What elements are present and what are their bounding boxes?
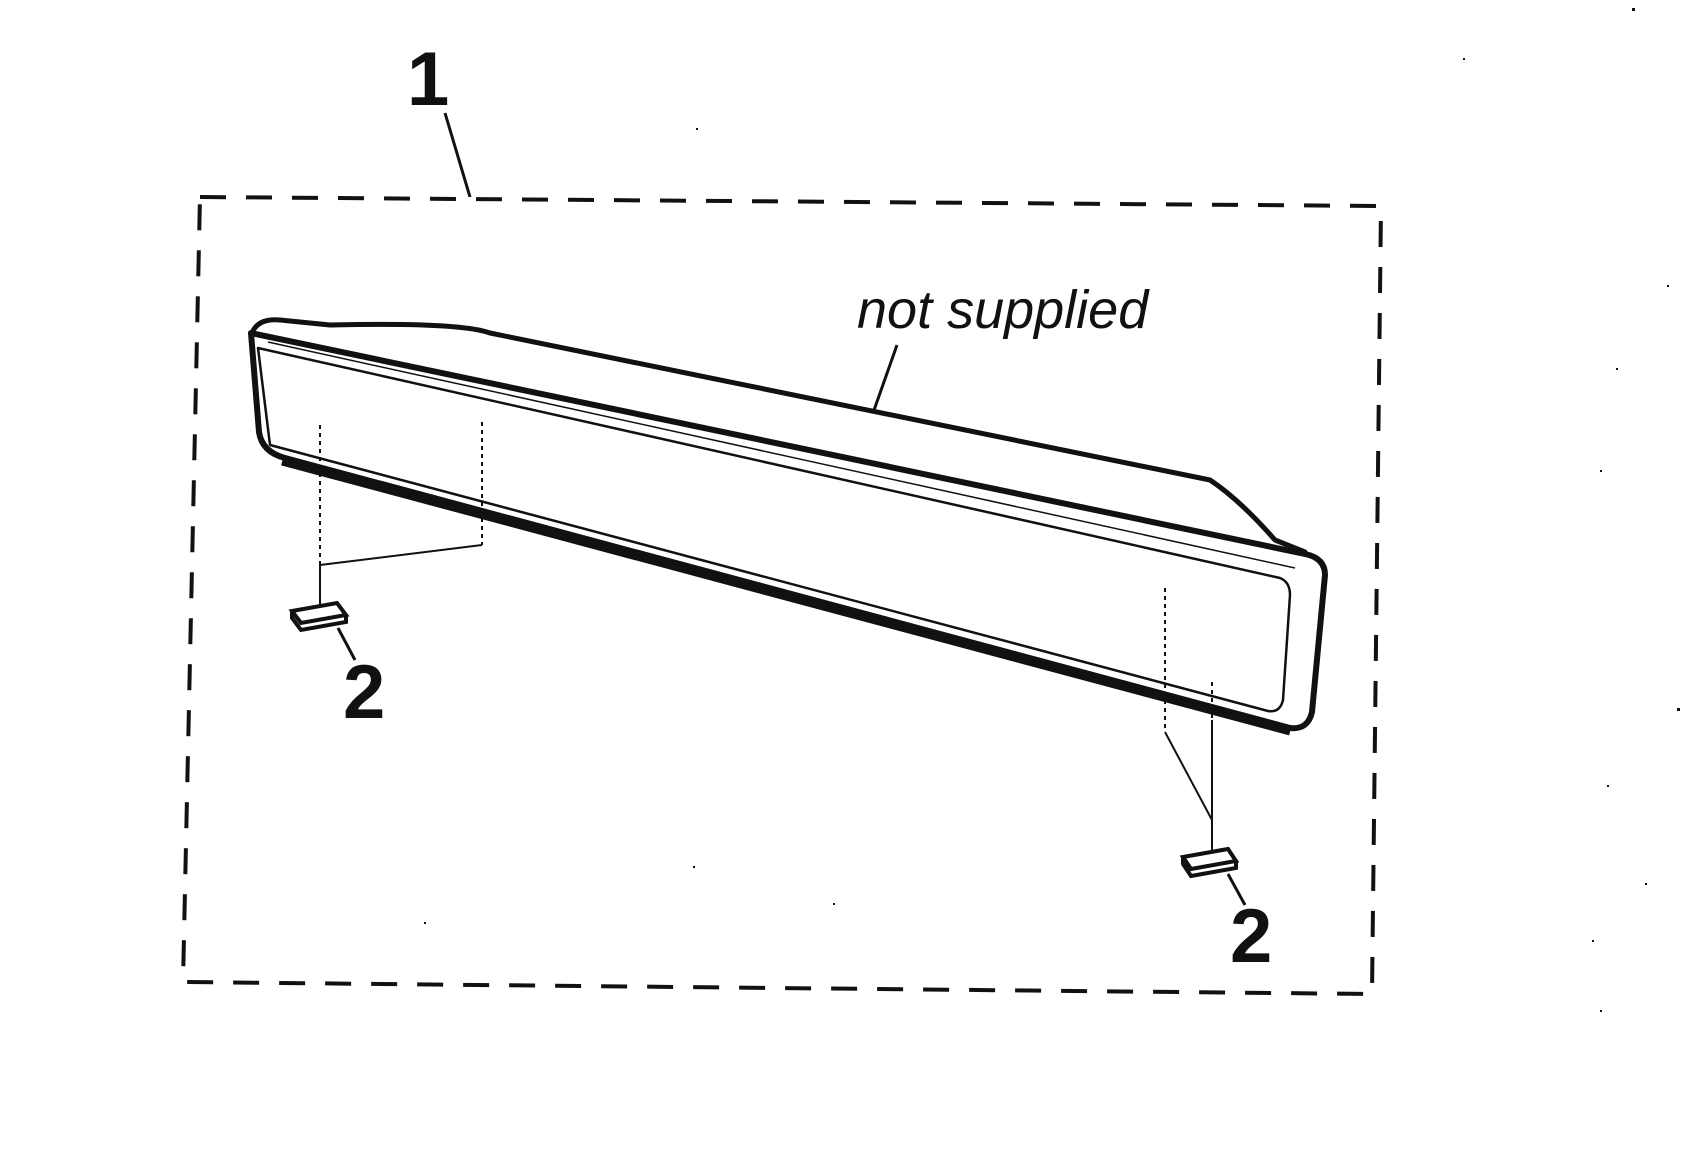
assembly-leader-line [443, 112, 472, 198]
soundbar-front-face [256, 346, 1292, 713]
scan-noise [424, 8, 1680, 1012]
foot-callout-right: 2 [1230, 894, 1272, 979]
soundbar-top-edge [249, 317, 1308, 567]
left-foot-guides [319, 422, 483, 610]
not-supplied-leader [871, 344, 899, 414]
soundbar-bottom-edge [281, 458, 1291, 736]
not-supplied-label: not supplied [857, 280, 1150, 340]
left-foot-leader [336, 627, 357, 661]
foot-callout-left: 2 [343, 650, 385, 735]
soundbar-top-trim [267, 341, 1296, 569]
assembly-boundary [180, 194, 1384, 997]
right-foot-pad [1179, 846, 1240, 879]
soundbar-unit [248, 317, 1328, 736]
right-foot-guides [1164, 588, 1213, 857]
right-foot-leader [1226, 873, 1247, 906]
left-foot-pad [288, 600, 350, 633]
assembly-callout-1: 1 [407, 37, 449, 122]
soundbar-body [248, 330, 1328, 732]
